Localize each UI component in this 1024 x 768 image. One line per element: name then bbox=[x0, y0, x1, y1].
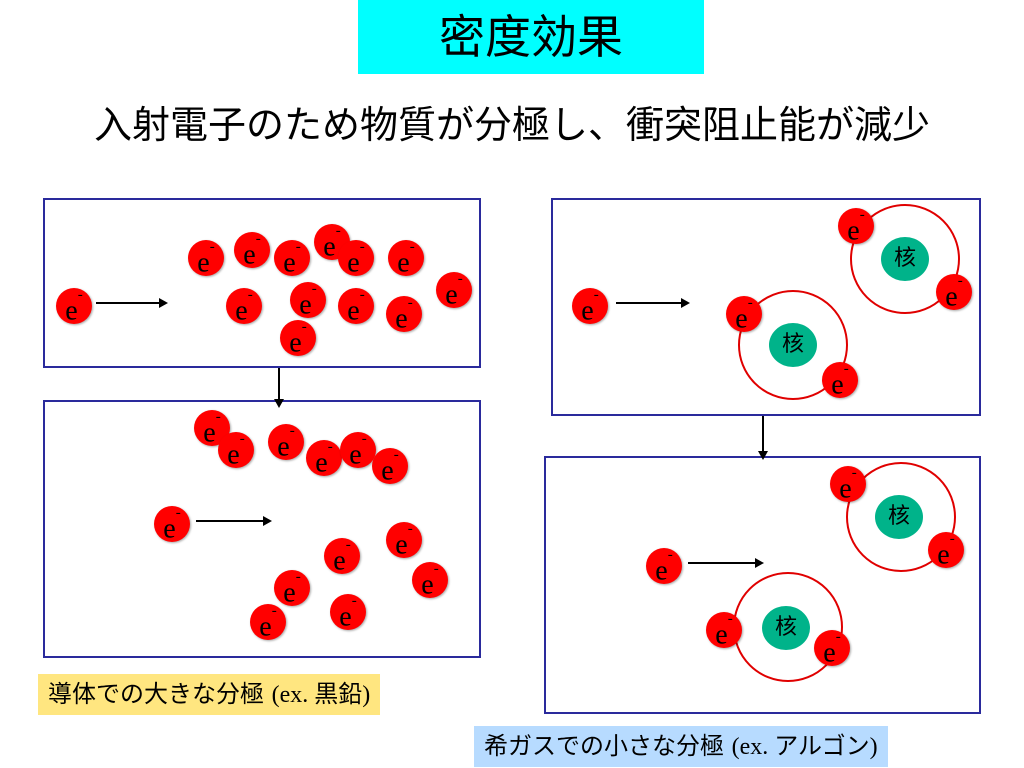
nucleus: 核 bbox=[769, 323, 817, 367]
nucleus: 核 bbox=[875, 495, 923, 539]
orbital-electron: e- bbox=[936, 273, 972, 312]
electron: e- bbox=[386, 521, 422, 560]
electron: e- bbox=[306, 439, 342, 478]
orbital-electron: e- bbox=[814, 629, 850, 668]
conductor-caption: 導体での大きな分極 (ex. 黒鉛) bbox=[38, 674, 381, 715]
electron: e- bbox=[412, 561, 448, 600]
electron: e- bbox=[330, 593, 366, 632]
conductor-caption-text: 導体での大きな分極 bbox=[48, 680, 272, 708]
nucleus: 核 bbox=[881, 237, 929, 281]
electron: e- bbox=[372, 447, 408, 486]
incident-direction-arrow bbox=[196, 516, 272, 526]
orbital-electron: e- bbox=[838, 207, 874, 246]
electron: e- bbox=[234, 231, 270, 270]
incident-electron: e- bbox=[154, 505, 190, 544]
atom-orbit bbox=[738, 290, 848, 400]
slide-subtitle: 入射電子のため物質が分極し、衝突阻止能が減少 bbox=[93, 103, 930, 147]
nucleus: 核 bbox=[762, 606, 810, 650]
incident-direction-arrow bbox=[688, 558, 764, 568]
atom-orbit bbox=[850, 204, 960, 314]
transition-arrow-right bbox=[758, 416, 768, 460]
atom-orbit bbox=[846, 462, 956, 572]
noble-gas-caption: 希ガスでの小さな分極 (ex. アルゴン) bbox=[474, 726, 888, 767]
electron: e- bbox=[218, 431, 254, 470]
incident-electron: e- bbox=[56, 287, 92, 326]
electron: e- bbox=[324, 537, 360, 576]
orbital-electron: e- bbox=[830, 465, 866, 504]
electron: e- bbox=[290, 281, 326, 320]
conductor-panel-before bbox=[43, 198, 481, 368]
transition-arrow-left bbox=[274, 368, 284, 408]
electron: e- bbox=[226, 287, 262, 326]
electron: e- bbox=[338, 239, 374, 278]
conductor-caption-example: (ex. 黒鉛) bbox=[271, 682, 371, 708]
electron: e- bbox=[386, 295, 422, 334]
electron: e- bbox=[188, 239, 224, 278]
electron: e- bbox=[268, 423, 304, 462]
electron: e- bbox=[280, 319, 316, 358]
electron: e- bbox=[338, 287, 374, 326]
incident-direction-arrow bbox=[96, 298, 168, 308]
noble-gas-caption-text: 希ガスでの小さな分極 bbox=[484, 732, 732, 760]
electron: e- bbox=[250, 603, 286, 642]
orbital-electron: e- bbox=[928, 531, 964, 570]
orbital-electron: e- bbox=[706, 611, 742, 650]
electron: e- bbox=[340, 431, 376, 470]
orbital-electron: e- bbox=[822, 361, 858, 400]
electron: e- bbox=[388, 239, 424, 278]
noble-gas-caption-example: (ex. アルゴン) bbox=[731, 734, 878, 760]
electron: e- bbox=[274, 239, 310, 278]
orbital-electron: e- bbox=[726, 295, 762, 334]
electron: e- bbox=[274, 569, 310, 608]
electron: e- bbox=[436, 271, 472, 310]
incident-direction-arrow bbox=[616, 298, 690, 308]
incident-electron: e- bbox=[572, 287, 608, 326]
incident-electron: e- bbox=[646, 547, 682, 586]
slide-title: 密度効果 bbox=[358, 0, 704, 74]
